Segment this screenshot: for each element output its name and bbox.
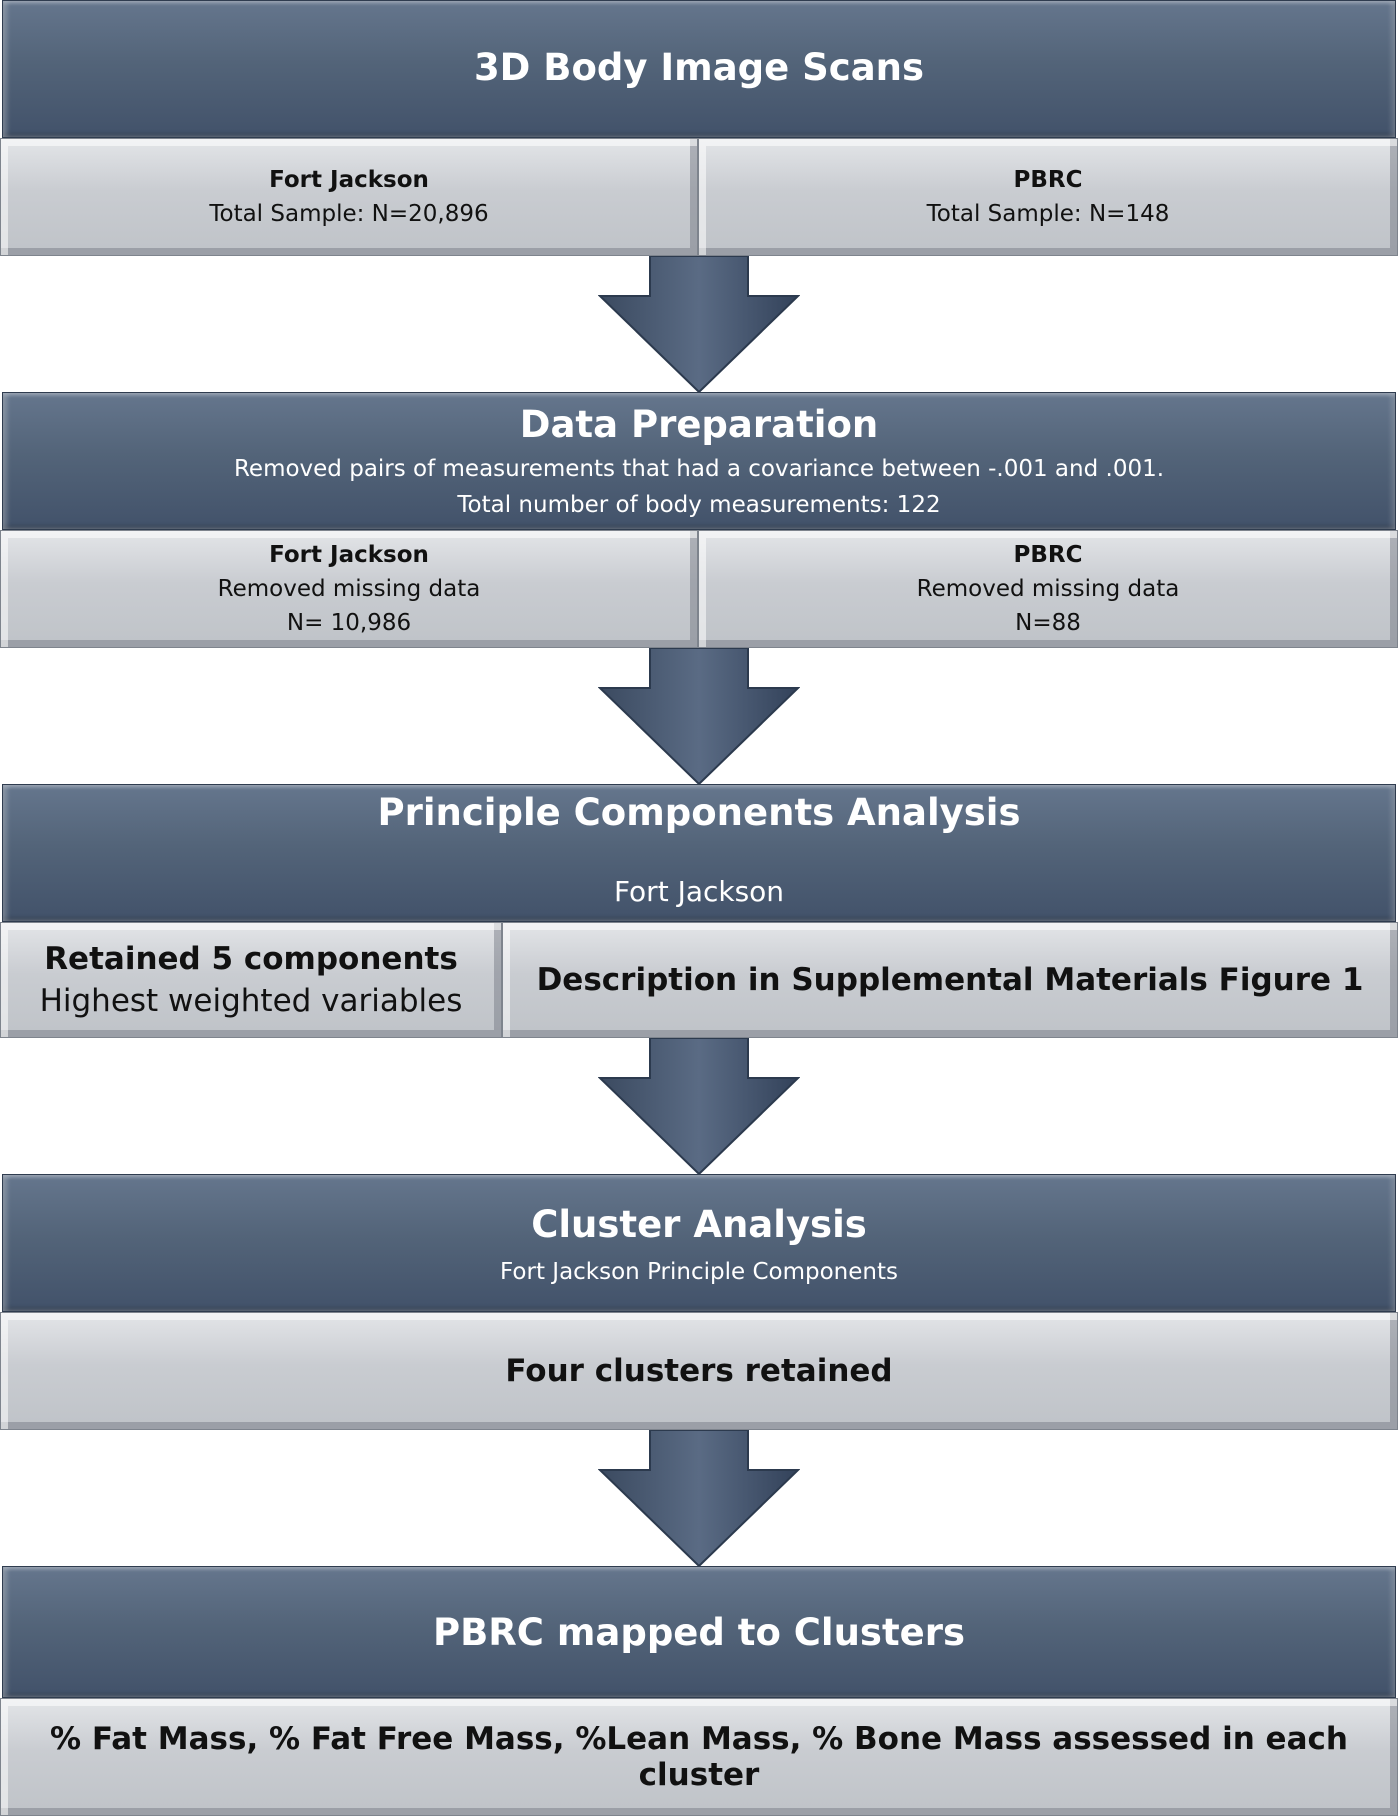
step-cluster-header: Cluster Analysis Fort Jackson Principle … <box>2 1174 1396 1312</box>
step-cluster-title: Cluster Analysis <box>531 1203 867 1246</box>
step-pca-title: Principle Components Analysis <box>377 791 1021 834</box>
pbrc-total: Total Sample: N=148 <box>926 201 1170 227</box>
pbrc-missing-note: Removed missing data <box>916 576 1180 602</box>
down-arrow-icon <box>598 1430 800 1568</box>
fort-jackson-sample-box: Fort Jackson Total Sample: N=20,896 <box>0 138 698 256</box>
step-data-prep-header: Data Preparation Removed pairs of measur… <box>2 392 1396 530</box>
step-pca-header: Principle Components Analysis Fort Jacks… <box>2 784 1396 922</box>
retained-components-title: Retained 5 components <box>44 941 458 977</box>
fort-jackson-n: N= 10,986 <box>286 610 412 636</box>
down-arrow-icon <box>598 648 800 786</box>
fort-jackson-total: Total Sample: N=20,896 <box>209 201 489 227</box>
fort-jackson-cleaned-box: Fort Jackson Removed missing data N= 10,… <box>0 530 698 648</box>
down-arrow-icon <box>598 1038 800 1176</box>
down-arrow-icon <box>598 256 800 394</box>
pca-dataset-label: Fort Jackson <box>613 875 785 908</box>
clusters-retained-box: Four clusters retained <box>0 1312 1398 1430</box>
pbrc-cleaned-box: PBRC Removed missing data N=88 <box>698 530 1398 648</box>
pbrc-label: PBRC <box>1013 542 1083 568</box>
covariance-note: Removed pairs of measurements that had a… <box>233 456 1165 482</box>
step-scans-header: 3D Body Image Scans <box>2 0 1396 138</box>
pbrc-sample-box: PBRC Total Sample: N=148 <box>698 138 1398 256</box>
fort-jackson-label: Fort Jackson <box>269 167 429 193</box>
fort-jackson-missing-note: Removed missing data <box>217 576 481 602</box>
step-data-prep-title: Data Preparation <box>519 403 879 446</box>
pbrc-label: PBRC <box>1013 167 1083 193</box>
body-composition-box: % Fat Mass, % Fat Free Mass, %Lean Mass,… <box>0 1698 1398 1816</box>
step-mapping-title: PBRC mapped to Clusters <box>432 1611 966 1654</box>
step-scans-title: 3D Body Image Scans <box>473 46 925 89</box>
step-mapping-header: PBRC mapped to Clusters <box>2 1566 1396 1698</box>
retained-components-box: Retained 5 components Highest weighted v… <box>0 922 502 1038</box>
measurement-count: Total number of body measurements: 122 <box>457 492 941 518</box>
clusters-retained-text: Four clusters retained <box>505 1353 893 1389</box>
fort-jackson-label: Fort Jackson <box>269 542 429 568</box>
body-composition-text: % Fat Mass, % Fat Free Mass, %Lean Mass,… <box>50 1721 1348 1793</box>
cluster-input-label: Fort Jackson Principle Components <box>500 1259 898 1285</box>
supplemental-description-box: Description in Supplemental Materials Fi… <box>502 922 1398 1038</box>
weighted-variables-note: Highest weighted variables <box>39 983 463 1019</box>
supplemental-description-text: Description in Supplemental Materials Fi… <box>536 962 1364 998</box>
pbrc-n: N=88 <box>1015 610 1081 636</box>
